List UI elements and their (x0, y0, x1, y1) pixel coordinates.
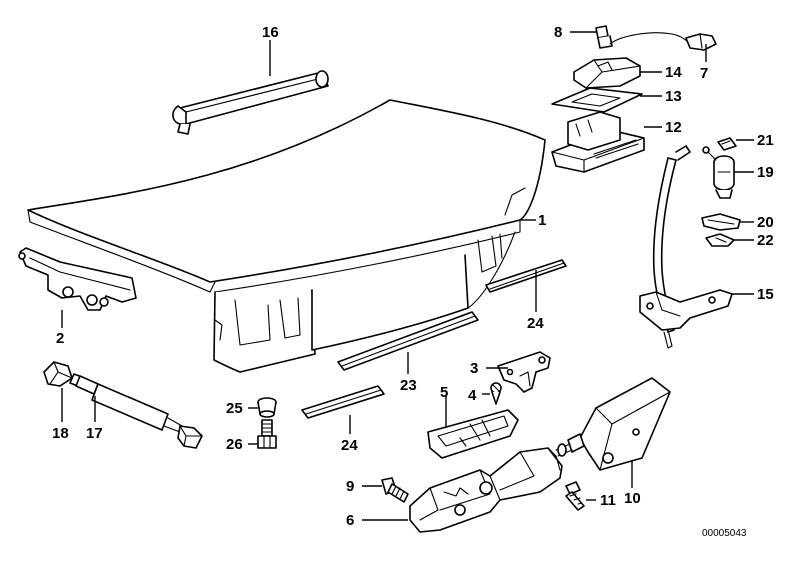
callout-labels: 1 2 3 4 5 6 7 8 9 10 11 12 13 14 15 16 1… (52, 24, 774, 529)
callout-14: 14 (665, 64, 682, 81)
part-22-washer[interactable] (705, 233, 735, 247)
callout-1: 1 (538, 212, 546, 229)
part-7-cable[interactable] (609, 32, 717, 51)
part-21-pin[interactable] (717, 137, 737, 151)
part-16-seal-strip[interactable] (172, 70, 329, 135)
part-18-ball-socket[interactable] (43, 361, 73, 387)
callout-3: 3 (470, 360, 478, 377)
part-11-screw[interactable] (565, 481, 585, 511)
part-17-gas-strut[interactable] (69, 373, 203, 449)
callout-16: 16 (262, 24, 279, 41)
callout-10: 10 (624, 490, 641, 507)
part-4-screw[interactable] (490, 382, 502, 405)
callout-21: 21 (757, 132, 774, 149)
part-1-trunk-lid[interactable] (27, 99, 546, 373)
part-25-grommet[interactable] (257, 397, 277, 418)
part-5-handle-cover[interactable] (427, 409, 519, 459)
part-3-bracket[interactable] (497, 351, 551, 393)
callout-19: 19 (757, 164, 774, 181)
callout-13: 13 (665, 88, 682, 105)
part-2-hinge[interactable] (18, 247, 137, 311)
part-19-cylinder[interactable] (702, 146, 735, 199)
callout-25: 25 (226, 400, 243, 417)
callout-11: 11 (600, 492, 616, 509)
callout-26: 26 (226, 436, 243, 453)
callout-18: 18 (52, 425, 69, 442)
callout-20: 20 (757, 214, 774, 231)
part-6-lock[interactable] (409, 447, 563, 533)
part-8-clip[interactable] (595, 25, 613, 49)
part-12-handle-lock[interactable] (551, 111, 645, 173)
callout-22: 22 (757, 232, 774, 249)
callout-9: 9 (346, 478, 354, 495)
callout-2: 2 (56, 330, 64, 347)
callout-24-lower: 24 (341, 437, 358, 454)
part-9-bolt[interactable] (381, 477, 409, 503)
part-24-strip-lower[interactable] (301, 385, 385, 419)
part-26-stud[interactable] (257, 419, 277, 449)
callout-15: 15 (757, 286, 774, 303)
callout-4: 4 (468, 387, 477, 404)
part-23-strip[interactable] (337, 311, 479, 371)
leader-lines (61, 31, 754, 521)
callout-7: 7 (700, 65, 708, 82)
part-10-actuator[interactable] (555, 377, 671, 471)
callout-8: 8 (554, 24, 562, 41)
diagram-reference-number: 00005043 (702, 528, 747, 539)
callout-23: 23 (400, 377, 417, 394)
part-20-clip[interactable] (701, 213, 741, 231)
callout-6: 6 (346, 512, 354, 529)
part-24-strip-upper[interactable] (485, 259, 567, 293)
part-15-rod-lever[interactable] (639, 145, 733, 349)
callout-17: 17 (86, 425, 103, 442)
part-13-gasket[interactable] (551, 87, 643, 113)
part-14-housing[interactable] (573, 57, 641, 89)
callout-12: 12 (665, 119, 682, 136)
callout-5: 5 (440, 384, 448, 401)
callout-24-upper: 24 (527, 315, 544, 332)
